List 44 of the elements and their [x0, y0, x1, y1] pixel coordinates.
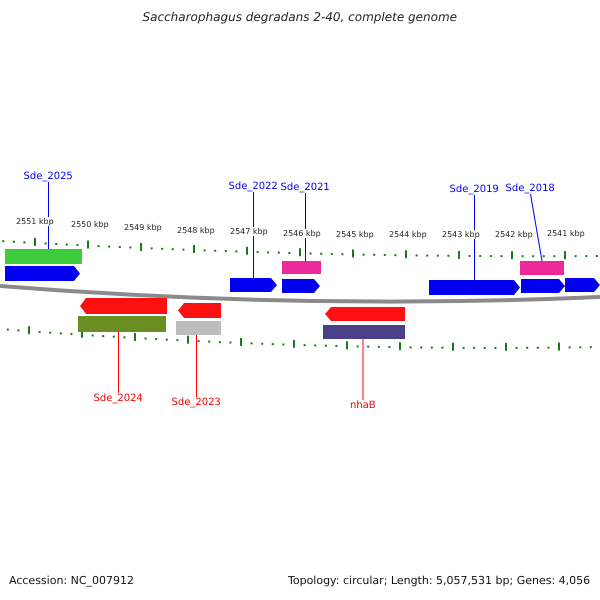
- scale-label: 2549 kbp: [124, 223, 162, 232]
- scale-label: 2541 kbp: [547, 229, 585, 238]
- gene-label: Sde_2019: [450, 184, 499, 195]
- leader-line: [48, 182, 49, 250]
- gene-label: Sde_2021: [280, 182, 330, 193]
- leader-line: [253, 192, 254, 278]
- gene-label: Sde_2022: [228, 181, 278, 192]
- scale-label: 2542 kbp: [495, 230, 533, 239]
- gene-block: [521, 279, 565, 293]
- leader-line: [196, 334, 197, 398]
- gene-block: [565, 278, 600, 292]
- gene-block: [5, 266, 80, 281]
- diagram-title: Saccharophagus degradans 2-40, complete genome: [142, 10, 458, 24]
- scale-label: 2543 kbp: [442, 230, 480, 239]
- leader-line: [362, 338, 364, 400]
- gene-label: Sde_2024: [94, 393, 143, 404]
- feature-bar: [323, 325, 405, 339]
- gene-label: Sde_2018: [506, 183, 555, 194]
- scale-label: 2545 kbp: [336, 230, 374, 239]
- gene-block: [325, 307, 405, 321]
- feature-bar: [176, 321, 221, 335]
- gene-block: [80, 298, 167, 314]
- scale-label: 2548 kbp: [177, 226, 215, 235]
- gene-label: nhaB: [350, 400, 376, 411]
- feature-bar: [282, 261, 321, 274]
- feature-bar: [78, 316, 166, 332]
- leader-line: [305, 192, 306, 262]
- feature-bar: [520, 261, 564, 275]
- leader-line: [118, 332, 119, 394]
- gene-label: Sde_2025: [24, 171, 73, 182]
- leader-line: [530, 194, 542, 262]
- scale-label: 2544 kbp: [389, 230, 427, 239]
- feature-bar: [5, 249, 82, 264]
- gene-label: Sde_2023: [172, 397, 221, 408]
- gene-block: [282, 279, 320, 293]
- leader-line: [474, 194, 475, 280]
- scale-label: 2546 kbp: [283, 229, 321, 238]
- gene-block: [230, 278, 277, 292]
- scale-label: 2547 kbp: [230, 227, 268, 236]
- gene-block: [178, 303, 221, 318]
- accession-text: Accession: NC_007912: [9, 574, 134, 587]
- genome-info-text: Topology: circular; Length: 5,057,531 bp; Genes: 4,056: [288, 574, 590, 587]
- scale-label: 2550 kbp: [71, 220, 109, 229]
- scale-label: 2551 kbp: [16, 217, 54, 226]
